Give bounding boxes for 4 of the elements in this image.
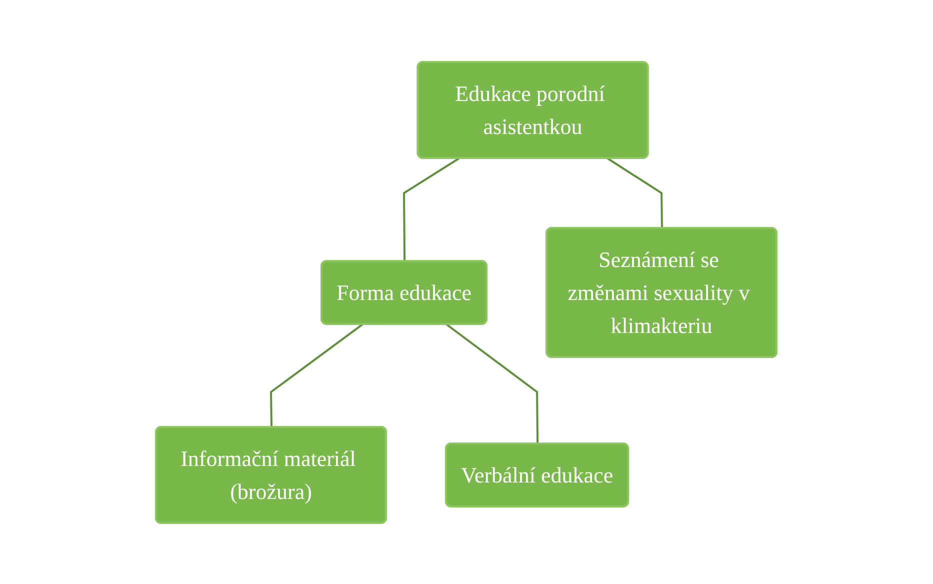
connector [403,157,460,261]
connector [446,323,539,444]
connector [607,157,664,228]
connector [270,323,364,427]
